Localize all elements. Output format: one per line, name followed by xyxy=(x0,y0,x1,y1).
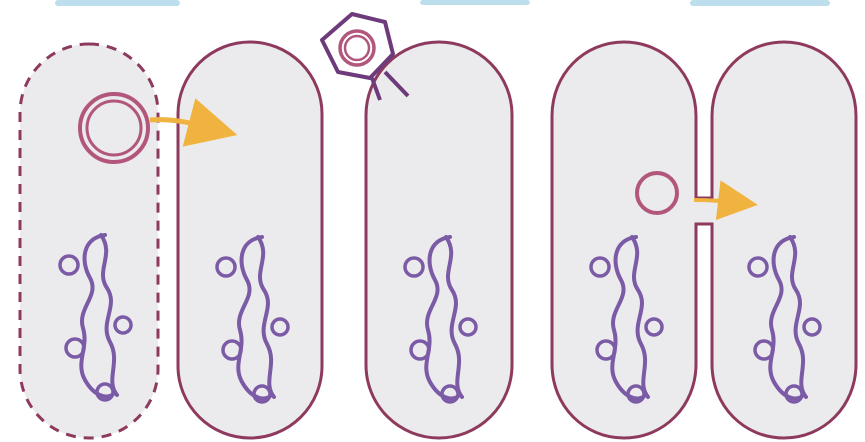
conjugating-cell-pair xyxy=(552,42,856,438)
top-title-fragment xyxy=(55,0,830,6)
transformation-panel xyxy=(20,42,322,438)
transduction-panel xyxy=(322,14,512,438)
conjugation-panel xyxy=(552,42,856,438)
